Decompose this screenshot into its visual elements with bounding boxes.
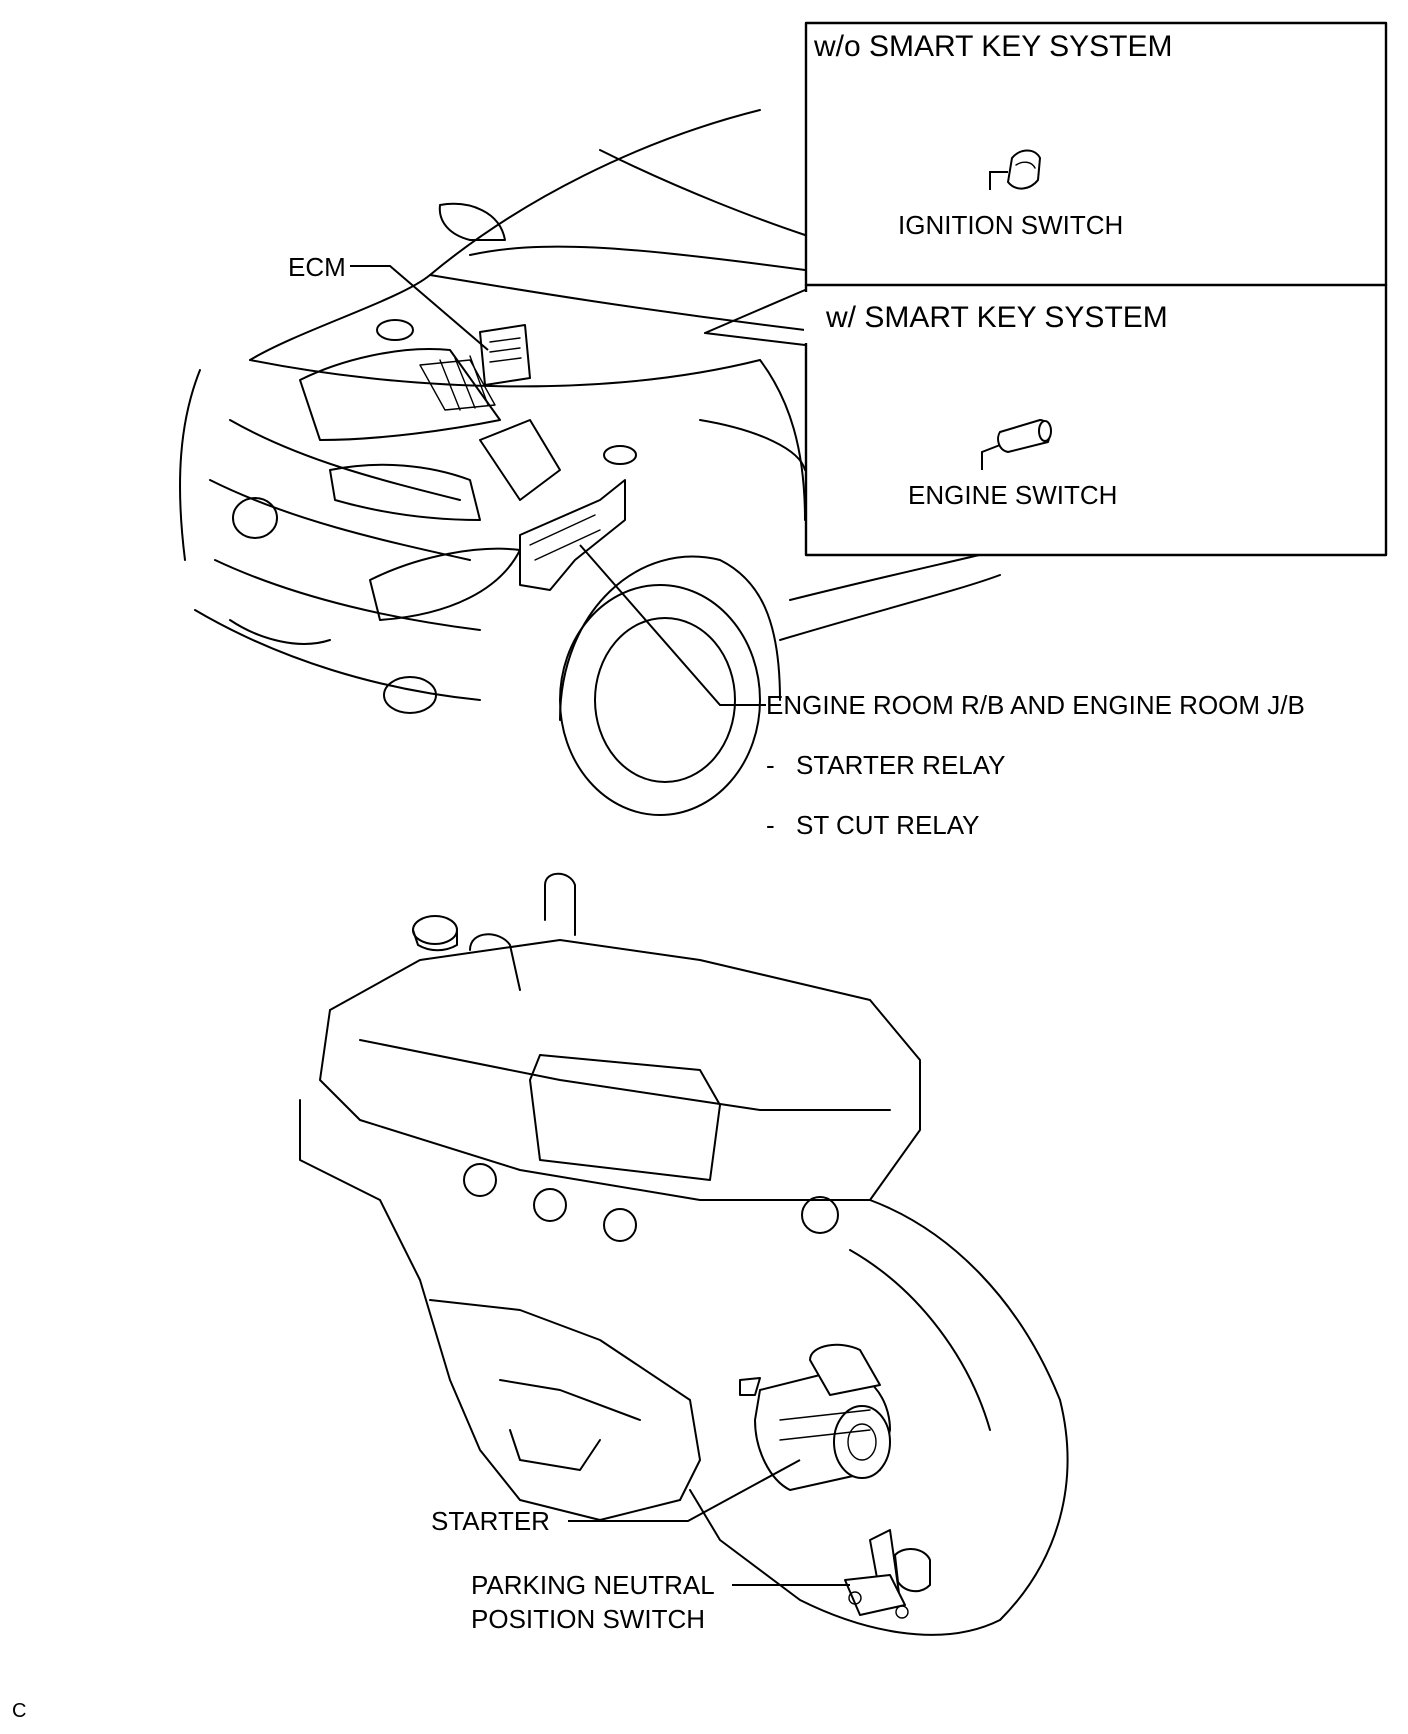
figure-code: C bbox=[12, 1700, 26, 1722]
ignition-switch-label: IGNITION SWITCH bbox=[898, 210, 1123, 240]
park-neutral-position-switch bbox=[844, 1529, 931, 1619]
starter-motor bbox=[739, 1343, 891, 1491]
st-cut-relay-label: ST CUT RELAY bbox=[796, 810, 980, 840]
box-title-without-smart-key: w/o SMART KEY SYSTEM bbox=[813, 30, 1172, 63]
pnp-switch-label-line2: POSITION SWITCH bbox=[471, 1604, 705, 1634]
ecm-leader-line bbox=[350, 265, 489, 351]
starter-relay-label: STARTER RELAY bbox=[796, 750, 1006, 780]
box-title-with-smart-key: w/ SMART KEY SYSTEM bbox=[825, 301, 1168, 334]
relay-block-leader-line bbox=[579, 544, 766, 706]
pnp-switch-label-line1: PARKING NEUTRAL bbox=[471, 1570, 715, 1600]
engine-room-relay-block bbox=[519, 479, 626, 591]
ecm-unit bbox=[479, 324, 531, 386]
ecm-label: ECM bbox=[288, 252, 346, 282]
engine-room-rb-jb-label: ENGINE ROOM R/B AND ENGINE ROOM J/B bbox=[766, 690, 1305, 720]
starter-label: STARTER bbox=[431, 1506, 550, 1536]
starter-relay-dash: - bbox=[766, 750, 775, 780]
vehicle-illustration bbox=[179, 109, 1001, 816]
starter-leader-line bbox=[568, 1459, 801, 1522]
engine-illustration bbox=[299, 872, 1069, 1636]
inset-boxes bbox=[704, 21, 1388, 557]
st-cut-relay-dash: - bbox=[766, 810, 775, 840]
engine-switch-label: ENGINE SWITCH bbox=[908, 480, 1117, 510]
engine-switch-icon bbox=[981, 419, 1052, 470]
ignition-switch-icon bbox=[989, 149, 1041, 190]
